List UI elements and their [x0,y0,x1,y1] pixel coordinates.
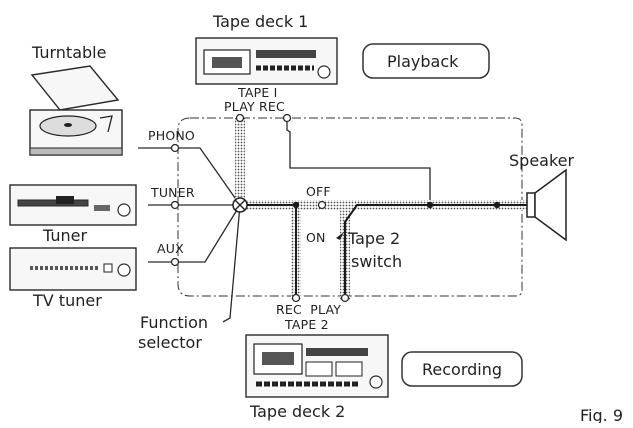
playback-pill [362,43,490,79]
off-terminal-label: OFF [306,184,331,199]
tv-tuner-label: TV tuner [32,291,102,310]
aux-line [148,204,241,263]
tape2-play-jack [340,293,350,303]
aux-jack [170,257,180,267]
junction-b [493,201,501,209]
tv-tuner-device-icon [9,247,137,291]
phono-terminal-label: PHONO [148,128,195,143]
tape-deck-1-icon [195,37,338,85]
function-selector-label-2: selector [138,333,202,352]
tape2-switch-label-2: switch [351,252,402,271]
tuner-device-icon [9,184,137,226]
tape1-play-jack [235,113,245,123]
phono-jack [170,143,180,153]
turntable-icon [29,65,123,156]
aux-terminal-label: AUX [157,241,184,256]
tape1-play-rec-label: PLAY REC [224,99,285,114]
enclosure-frame [177,117,523,297]
tape-deck-2-icon [245,334,389,398]
playback-label: Playback [387,52,459,71]
tuner-jack [170,200,180,210]
recording-pill [401,351,523,387]
off-jack [317,200,327,210]
tape2-terminal-label: TAPE 2 [284,317,329,332]
switch-blade [344,204,530,300]
tuner-terminal-label: TUNER [150,185,195,200]
turntable-label: Turntable [31,43,106,62]
on-terminal-label: ON [306,230,326,245]
on-arrow-icon [336,232,344,240]
tape1-rec-jack [282,113,292,123]
tape1-rec-line [286,118,431,205]
function-selector-icon [232,197,248,213]
function-selector-label-1: Function [140,313,208,332]
tape-deck-2-label: Tape deck 2 [249,402,345,421]
fig-label: Fig. 9 [580,406,623,423]
tape2-switch-label-1: Tape 2 [347,229,400,248]
speaker-icon [526,168,567,242]
function-selector-leader [222,204,241,323]
tape1-terminal-label: TAPE I [237,85,278,100]
tape2-rec-play-label: REC PLAY [276,302,341,317]
phono-line [138,147,241,206]
recording-label: Recording [422,360,502,379]
tape2-rec-jack [291,293,301,303]
speaker-label: Speaker [509,151,575,170]
junction-a [426,201,434,209]
tape-deck-1-label: Tape deck 1 [212,12,308,31]
junction-rec [292,201,300,209]
thin-wiring [138,118,431,323]
tuner-label: Tuner [42,226,87,245]
signal-path [235,118,530,300]
